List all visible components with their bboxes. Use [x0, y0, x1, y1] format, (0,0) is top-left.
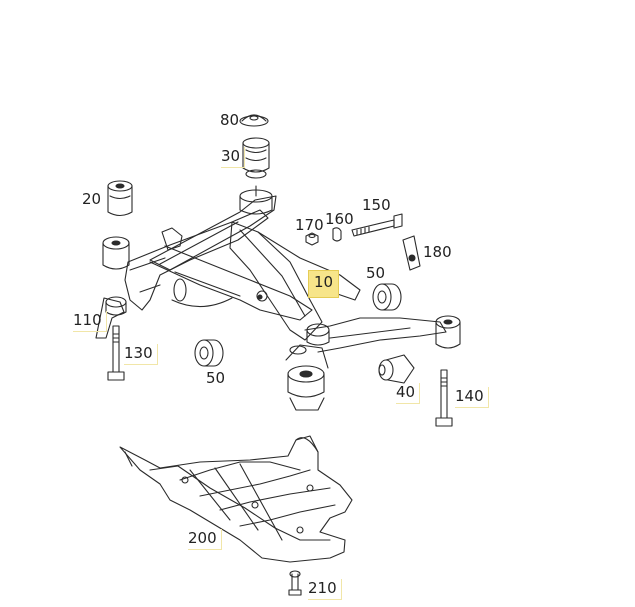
callout-50-lower[interactable]: 50 [206, 369, 226, 387]
part-160-washer[interactable] [332, 227, 342, 242]
part-20-bushing[interactable] [107, 180, 133, 217]
callout-80[interactable]: 80 [220, 111, 240, 129]
part-110-bracket[interactable] [95, 297, 125, 339]
part-50-upper-bushing[interactable] [372, 283, 402, 311]
callout-160[interactable]: 160 [325, 210, 354, 228]
callout-50-upper[interactable]: 50 [366, 264, 386, 282]
part-150-bolt[interactable] [351, 213, 403, 237]
part-50-lower-bushing[interactable] [194, 339, 224, 367]
subframe-body[interactable] [102, 185, 461, 411]
callout-200[interactable]: 200 [188, 529, 222, 550]
callout-130[interactable]: 130 [124, 344, 158, 365]
callout-210[interactable]: 210 [308, 579, 342, 600]
part-80-mount-cap[interactable] [239, 114, 269, 127]
callout-180[interactable]: 180 [423, 243, 452, 261]
part-140-bolt[interactable] [435, 369, 453, 427]
part-40-bushing[interactable] [378, 354, 415, 384]
callout-170[interactable]: 170 [295, 216, 324, 234]
callout-140[interactable]: 140 [455, 387, 489, 408]
callout-10[interactable]: 10 [308, 270, 340, 298]
part-170-nut[interactable] [305, 232, 319, 246]
callout-150[interactable]: 150 [362, 196, 391, 214]
callout-20[interactable]: 20 [82, 190, 102, 208]
callout-30[interactable]: 30 [221, 147, 246, 168]
part-200-underbody-panel[interactable] [119, 435, 353, 563]
callout-40[interactable]: 40 [396, 383, 421, 404]
part-180-bracket[interactable] [402, 235, 421, 271]
part-210-clip[interactable] [288, 570, 302, 596]
part-30-bushing[interactable] [242, 137, 270, 179]
callout-110[interactable]: 110 [73, 311, 107, 332]
part-130-bolt[interactable] [107, 325, 125, 381]
